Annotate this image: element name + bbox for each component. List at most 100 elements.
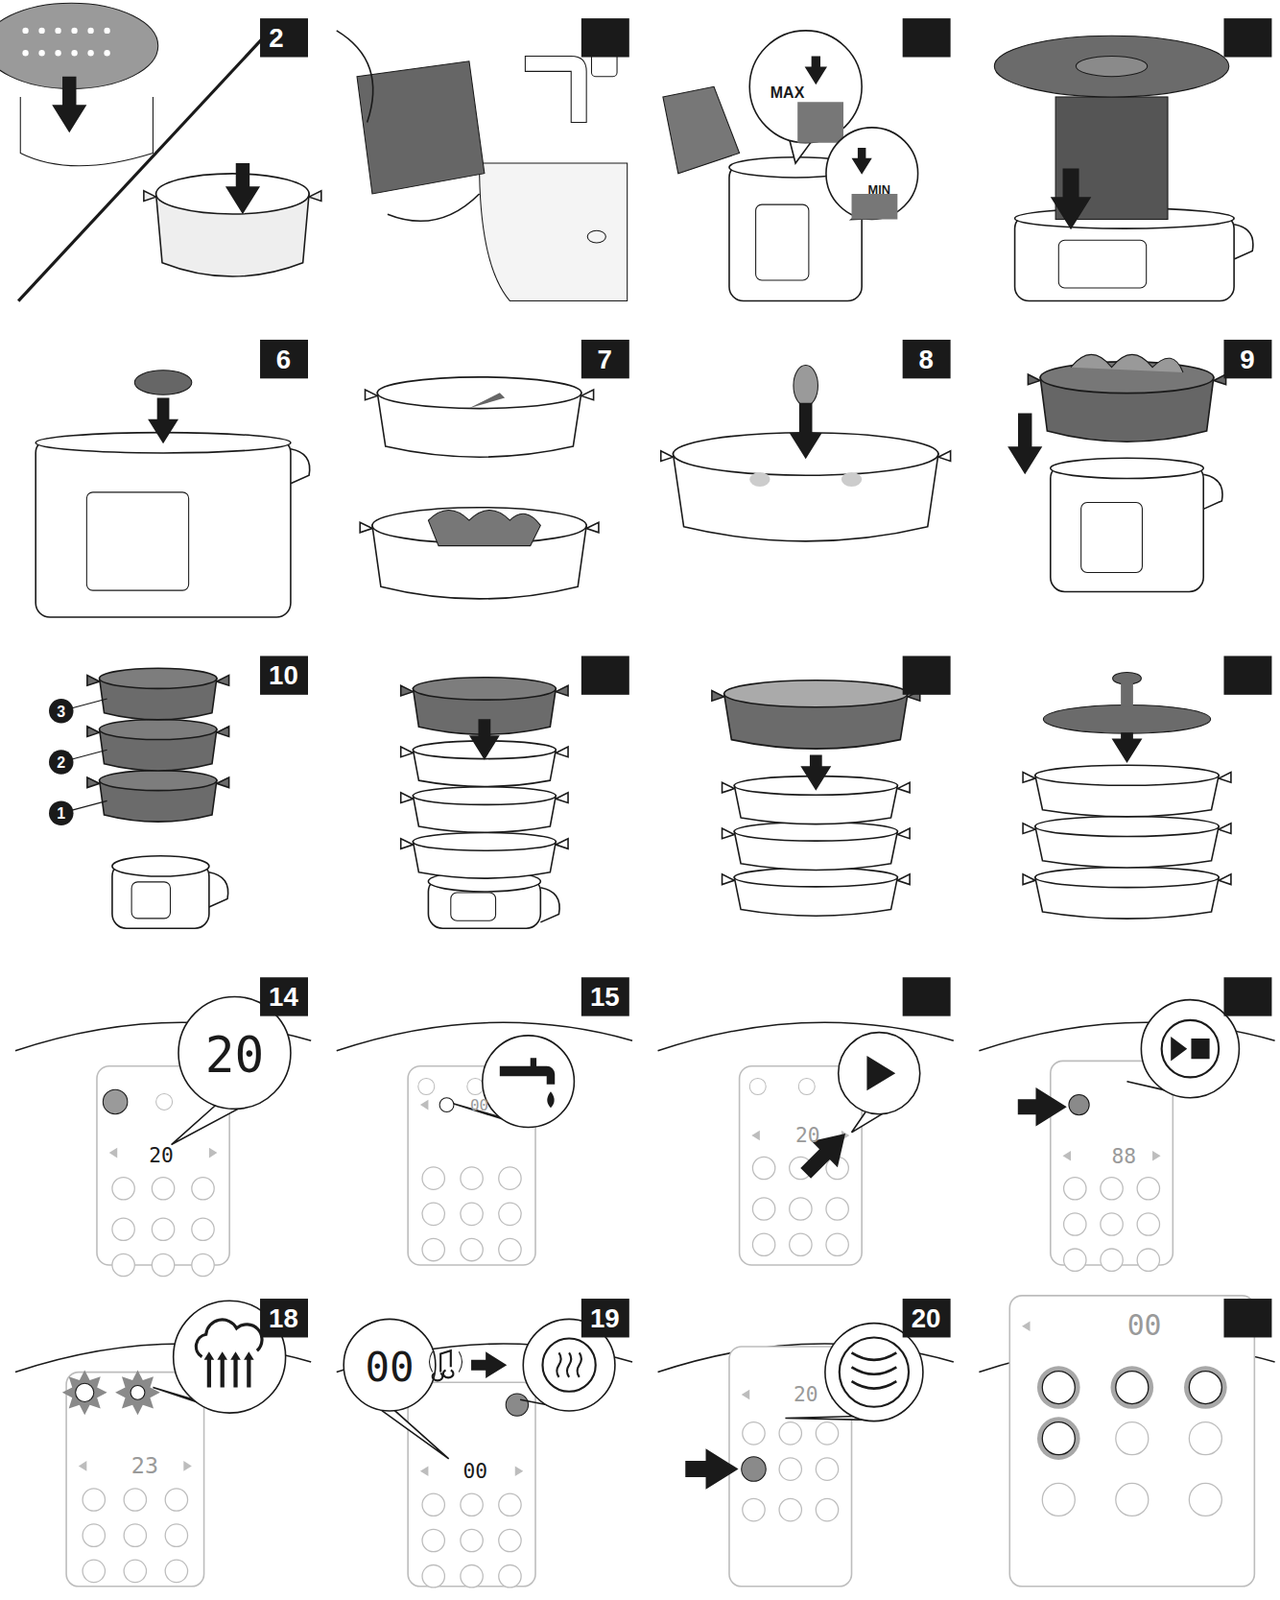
program-button (422, 1237, 445, 1260)
bowl-rim (377, 377, 582, 409)
highlight-burst (62, 1369, 108, 1415)
program-button (460, 1237, 483, 1260)
plate-hole (38, 49, 45, 56)
plate-hole (103, 49, 110, 56)
display-zoom: 20 (205, 1030, 264, 1080)
step-box (260, 339, 309, 379)
step-box (581, 18, 630, 57)
program-button (1064, 1177, 1087, 1200)
bowl-rim (412, 786, 556, 806)
step-box (581, 339, 630, 379)
program-button (826, 1197, 849, 1220)
direction-arrow (852, 147, 873, 175)
program-button (498, 1564, 522, 1587)
button-highlight (1037, 1365, 1081, 1409)
program-button (742, 1422, 765, 1445)
direction-arrow (685, 1447, 738, 1490)
step-number: 18 (268, 1303, 299, 1331)
divider-line (18, 22, 278, 301)
step-box (902, 339, 951, 379)
step-box (1223, 976, 1272, 1016)
step-box (902, 18, 951, 57)
callout-tail (376, 1405, 450, 1459)
display-digits: 20 (148, 1144, 174, 1165)
min-water (852, 193, 899, 220)
step-number: 20 (911, 1303, 942, 1331)
program-button (815, 1422, 838, 1445)
egg (793, 365, 819, 407)
play-icon (866, 1055, 896, 1091)
program-button (498, 1237, 522, 1260)
program-button (752, 1232, 775, 1256)
program-button (460, 1166, 483, 1189)
direction-arrow (789, 402, 823, 459)
program-button (82, 1523, 105, 1546)
step-box (1223, 1298, 1272, 1337)
program-button (460, 1493, 483, 1516)
plate-hole (71, 27, 77, 34)
program-button (1064, 1248, 1087, 1271)
max-water (797, 101, 844, 143)
base-rim (112, 855, 210, 877)
collector-tray (994, 35, 1229, 97)
water-window (1081, 501, 1143, 572)
program-button (815, 1457, 838, 1480)
program-button (112, 1217, 135, 1240)
direction-arrow (805, 55, 828, 85)
control-panel (407, 1381, 536, 1587)
callout-bubble (826, 127, 919, 220)
steamer-lid (1042, 704, 1210, 734)
lid-knob (1120, 678, 1134, 708)
program-button (165, 1488, 188, 1511)
start-stop-icon (1170, 1036, 1209, 1062)
steam-icon (195, 1319, 262, 1357)
keep-warm-icon (542, 1338, 595, 1392)
plate-hole (103, 27, 110, 34)
step-box (1223, 18, 1272, 57)
display-digits: 88 (1112, 1145, 1138, 1166)
water-window (1058, 239, 1146, 288)
bowl-rim (1035, 867, 1219, 888)
program-button (1188, 1422, 1222, 1455)
callout-bubble (482, 1035, 575, 1128)
highlight-burst (115, 1369, 161, 1415)
program-button (1042, 1482, 1075, 1516)
button-highlight (1110, 1365, 1154, 1409)
program-button (1042, 1422, 1075, 1455)
program-button (460, 1528, 483, 1551)
program-button (191, 1217, 214, 1240)
food (469, 392, 505, 408)
step-number: 9 (1239, 345, 1255, 373)
step-box (1223, 655, 1272, 694)
water-window (450, 892, 497, 921)
base-spout (1233, 224, 1254, 260)
program-button (422, 1493, 445, 1516)
steamer-base (1050, 464, 1204, 593)
display-digits: 00 (1127, 1311, 1162, 1341)
callout-circle (48, 800, 74, 826)
display-digits: 23 (131, 1454, 159, 1477)
program-button (1100, 1212, 1123, 1235)
plate-hole (22, 49, 28, 56)
program-button (779, 1422, 802, 1445)
step-number: 19 (590, 1303, 620, 1331)
program-button (1188, 1482, 1222, 1516)
plate-hole (38, 27, 45, 34)
step-number: 14 (268, 983, 299, 1011)
tier-icon (839, 1336, 909, 1406)
plate-hole (54, 49, 61, 56)
steam-plate (0, 2, 159, 89)
program-button (422, 1564, 445, 1587)
program-button (112, 1177, 135, 1200)
program-button (498, 1166, 522, 1189)
button-highlight (1184, 1365, 1228, 1409)
step-number: 2 (268, 24, 284, 52)
program-button (123, 1559, 146, 1582)
tier-icon (852, 1351, 898, 1359)
base-spout (209, 872, 229, 907)
tap-icon (499, 1057, 555, 1085)
step-box (902, 976, 951, 1016)
tier-icon (852, 1366, 898, 1374)
